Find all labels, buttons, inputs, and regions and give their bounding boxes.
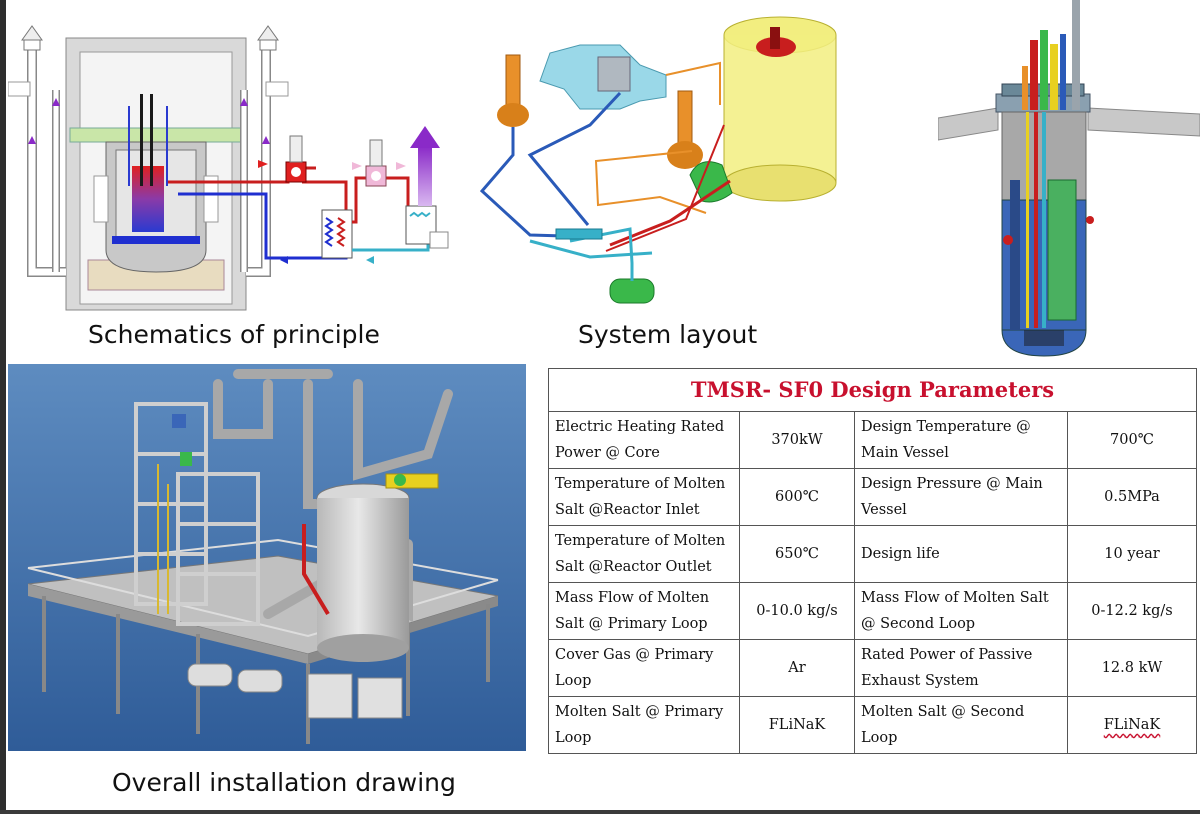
table-row: Cover Gas @ Primary Loop Ar Rated Power … bbox=[548, 639, 1197, 697]
param-value: 0-10.0 kg/s bbox=[739, 582, 855, 640]
param-name: Mass Flow of Molten Salt @ Primary Loop bbox=[548, 582, 740, 640]
param-value: 370kW bbox=[739, 411, 855, 469]
param-value: FLiNaK bbox=[739, 696, 855, 754]
table-row: Electric Heating Rated Power @ Core 370k… bbox=[548, 411, 1197, 469]
param-name: Design life bbox=[854, 525, 1068, 583]
param-value: 0-12.2 kg/s bbox=[1067, 582, 1197, 640]
system-layout-3d-view bbox=[470, 5, 850, 317]
left-frame-border bbox=[0, 0, 6, 814]
param-name: Cover Gas @ Primary Loop bbox=[548, 639, 740, 697]
param-value: 700℃ bbox=[1067, 411, 1197, 469]
reactor-vessel-cutaway bbox=[938, 0, 1200, 360]
param-name: Temperature of Molten Salt @Reactor Outl… bbox=[548, 525, 740, 583]
param-name: Design Temperature @ Main Vessel bbox=[854, 411, 1068, 469]
param-name: Temperature of Molten Salt @Reactor Inle… bbox=[548, 468, 740, 526]
param-value: 12.8 kW bbox=[1067, 639, 1197, 697]
param-name: Molten Salt @ Second Loop bbox=[854, 696, 1068, 754]
param-name: Molten Salt @ Primary Loop bbox=[548, 696, 740, 754]
param-value: 10 year bbox=[1067, 525, 1197, 583]
table-row: Mass Flow of Molten Salt @ Primary Loop … bbox=[548, 582, 1197, 640]
table-row: Temperature of Molten Salt @Reactor Outl… bbox=[548, 525, 1197, 583]
design-parameters-table: TMSR- SF0 Design Parameters Electric Hea… bbox=[548, 368, 1197, 754]
param-value: FLiNaK bbox=[1067, 696, 1197, 754]
param-value: 0.5MPa bbox=[1067, 468, 1197, 526]
param-value: Ar bbox=[739, 639, 855, 697]
schematic-diagram bbox=[8, 10, 463, 315]
param-value: 600℃ bbox=[739, 468, 855, 526]
system-layout-caption: System layout bbox=[578, 320, 758, 349]
schematics-caption: Schematics of principle bbox=[88, 320, 380, 349]
installation-3d-drawing bbox=[8, 364, 526, 751]
table-title: TMSR- SF0 Design Parameters bbox=[548, 368, 1197, 412]
param-name: Electric Heating Rated Power @ Core bbox=[548, 411, 740, 469]
bottom-frame-border bbox=[0, 810, 1200, 814]
table-row: Temperature of Molten Salt @Reactor Inle… bbox=[548, 468, 1197, 526]
param-name: Mass Flow of Molten Salt @ Second Loop bbox=[854, 582, 1068, 640]
param-name: Design Pressure @ Main Vessel bbox=[854, 468, 1068, 526]
installation-caption: Overall installation drawing bbox=[112, 768, 456, 797]
param-name: Rated Power of Passive Exhaust System bbox=[854, 639, 1068, 697]
table-row: Molten Salt @ Primary Loop FLiNaK Molten… bbox=[548, 696, 1197, 754]
param-value: 650℃ bbox=[739, 525, 855, 583]
